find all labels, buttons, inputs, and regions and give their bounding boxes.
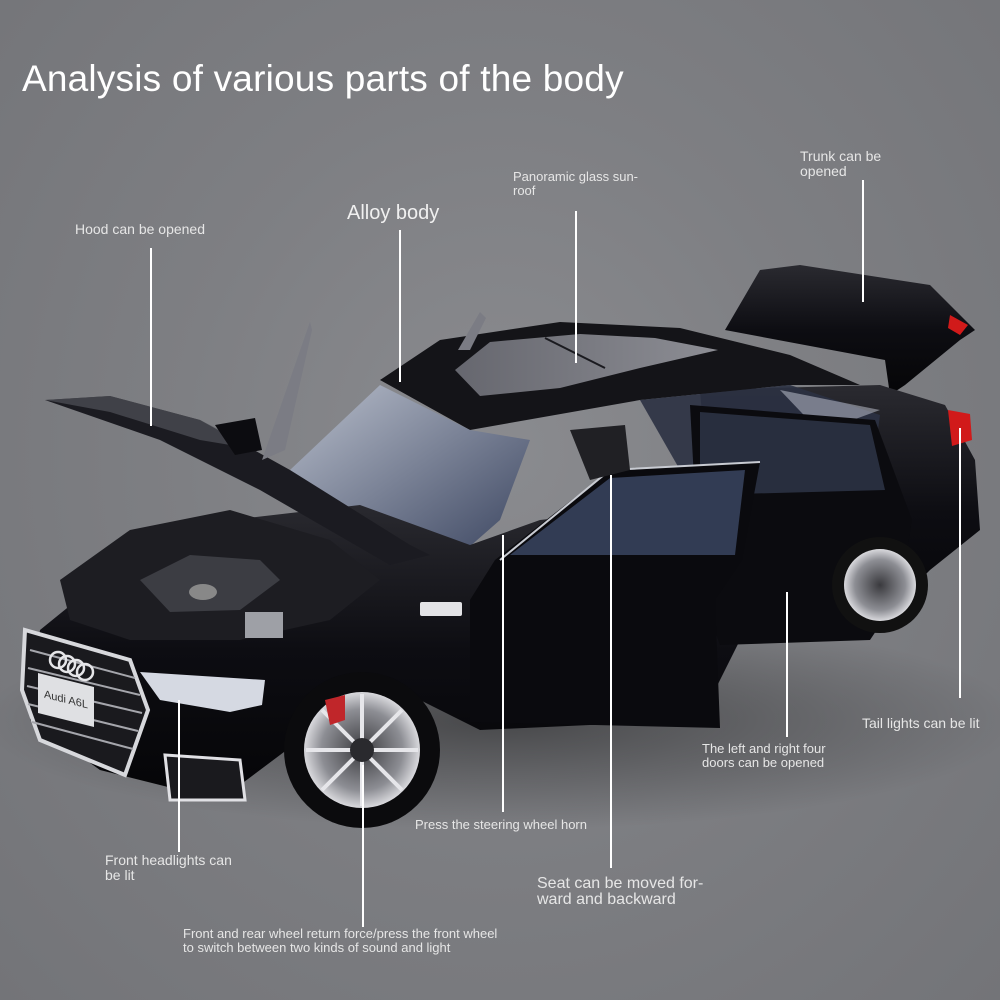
leader-headlights bbox=[178, 700, 180, 852]
callout-headlights: Front headlights can be lit bbox=[105, 852, 232, 883]
leader-horn bbox=[502, 535, 504, 812]
leader-doors bbox=[786, 592, 788, 737]
leader-hood bbox=[150, 248, 152, 426]
engine-bay bbox=[60, 510, 380, 640]
callout-tail-lights: Tail lights can be lit bbox=[862, 715, 980, 731]
hood bbox=[45, 396, 430, 565]
leader-alloy bbox=[399, 230, 401, 382]
leader-sunroof bbox=[575, 211, 577, 363]
callout-wheel: Front and rear wheel return force/press … bbox=[183, 926, 498, 955]
callout-doors: The left and right four doors can be ope… bbox=[702, 741, 826, 770]
callout-trunk: Trunk can be opened bbox=[800, 148, 882, 179]
leader-taillights bbox=[959, 428, 961, 698]
front-wheel bbox=[284, 672, 440, 828]
license-plate-text: Audi A6L bbox=[43, 688, 89, 712]
trunk-lid bbox=[725, 265, 975, 395]
callout-sunroof: Panoramic glass sun- roof bbox=[513, 169, 638, 198]
leader-wheel bbox=[362, 765, 364, 927]
leader-trunk bbox=[862, 180, 864, 302]
leader-seat bbox=[610, 475, 612, 868]
front-headlight bbox=[140, 672, 265, 712]
callout-horn: Press the steering wheel horn bbox=[415, 817, 587, 832]
callout-seat: Seat can be moved for- ward and backward bbox=[537, 875, 704, 908]
callout-alloy-body: Alloy body bbox=[347, 202, 440, 224]
page-title: Analysis of various parts of the body bbox=[22, 58, 624, 99]
callout-hood: Hood can be opened bbox=[75, 221, 205, 237]
front-door bbox=[420, 461, 761, 728]
